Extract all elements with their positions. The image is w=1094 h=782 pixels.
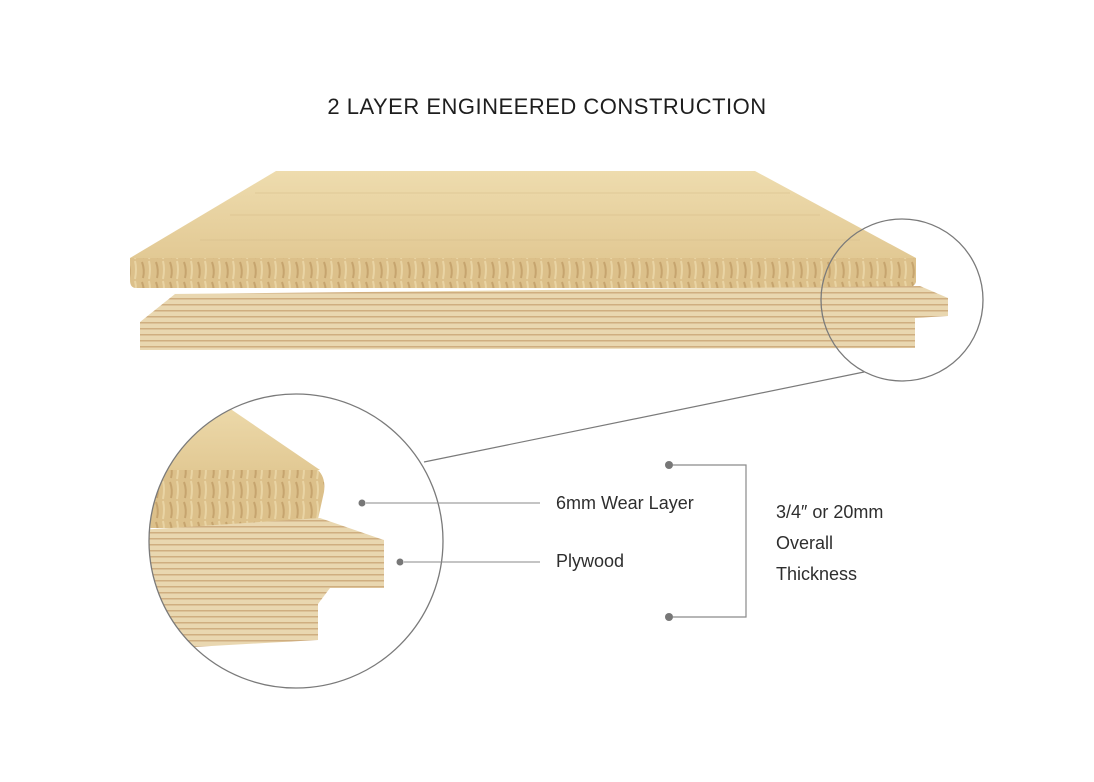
thickness-value: 3/4″ or 20mm xyxy=(776,502,884,522)
thickness-word: Thickness xyxy=(776,564,858,584)
zoom-circle xyxy=(148,393,444,689)
plank-plywood-core xyxy=(140,286,948,350)
thickness-bracket xyxy=(665,461,747,621)
thickness-label: 3/4″ or 20mm Overall Thickness xyxy=(776,497,883,590)
wear-layer-label: 6mm Wear Layer xyxy=(556,493,694,513)
thickness-overall: Overall xyxy=(776,533,834,553)
plywood-leader xyxy=(396,558,540,566)
plank-groove xyxy=(135,294,175,322)
plank-surface-grain xyxy=(200,192,860,241)
plank-wear-edge xyxy=(130,258,916,288)
wear-layer-leader xyxy=(358,499,540,507)
plywood-label: Plywood xyxy=(556,551,625,571)
zoom-detail xyxy=(149,395,384,650)
detail-source-circle xyxy=(820,218,984,382)
zoom-connector-line xyxy=(423,371,865,463)
diagram-title: 2 LAYER ENGINEERED CONSTRUCTION xyxy=(327,94,767,119)
